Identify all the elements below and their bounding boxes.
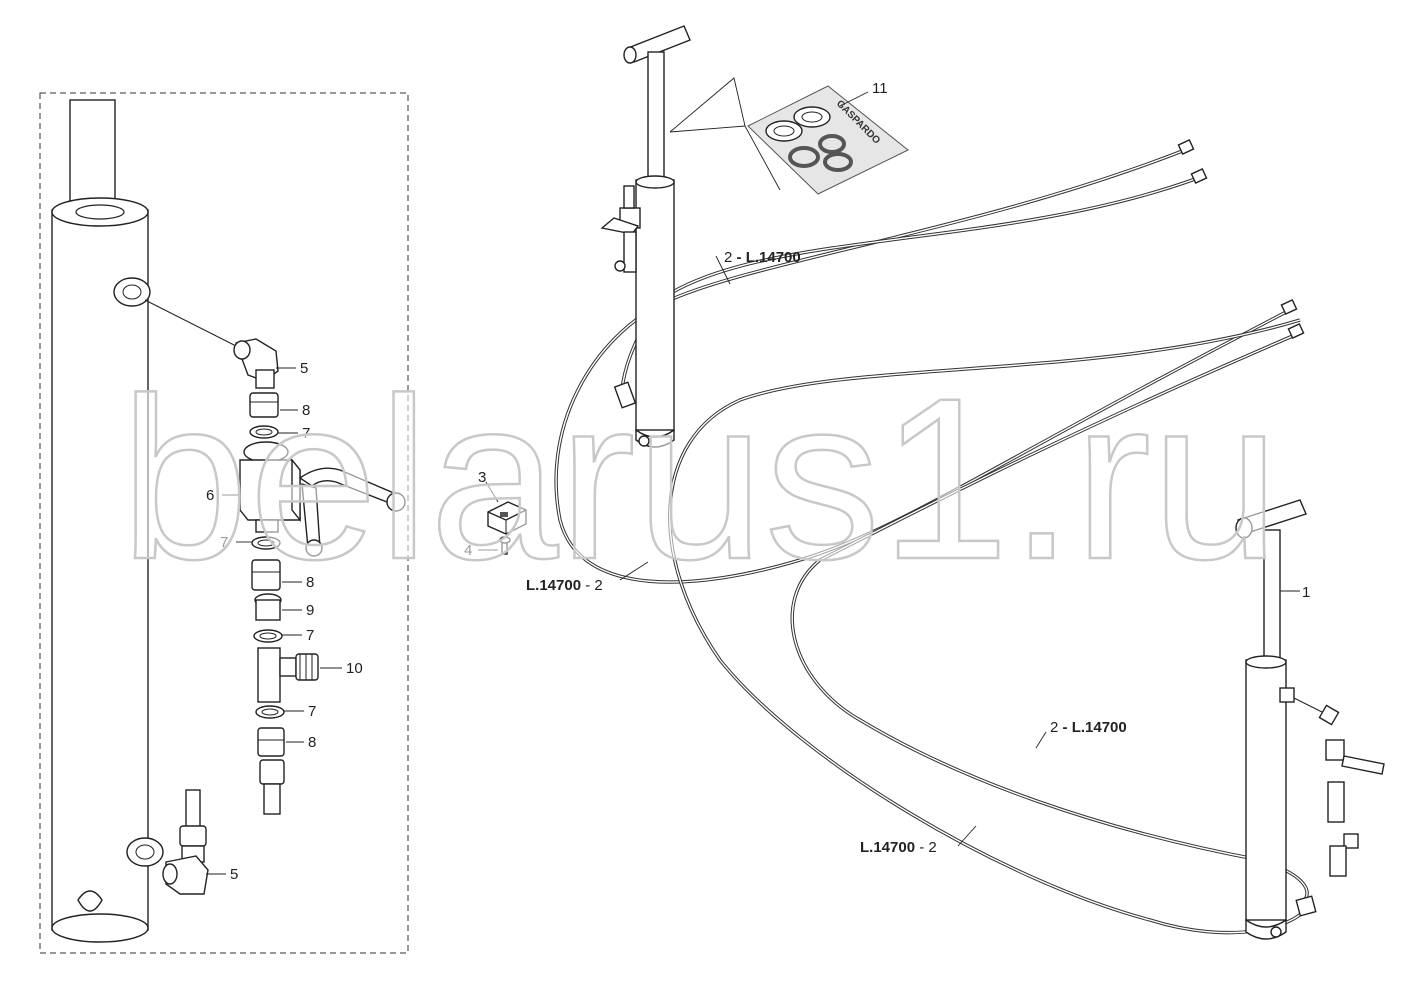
detail-cylinder (51, 99, 164, 943)
callout-5-bottom: 5 (230, 866, 238, 883)
seal-kit-leader (669, 77, 781, 191)
assembly-line (144, 299, 241, 349)
watermark-text: belarus1.ru (120, 350, 1280, 607)
hose-label-top-right: 2 - L.14700 (724, 249, 801, 266)
elbow-fitting-top (233, 338, 279, 389)
hose-label-bottom-right: 2 - L.14700 (1050, 719, 1127, 736)
callout-7-b: 7 (220, 534, 228, 551)
ball-valve (239, 441, 406, 557)
nut-8-b (251, 559, 281, 591)
callout-3: 3 (478, 469, 486, 486)
callout-11-leader (839, 91, 869, 107)
lower-cylinder-assembly (1235, 499, 1385, 940)
hose-label-top-left: L.14700 - 2 (526, 577, 603, 594)
callouts-detail: 5 8 7 6 7 8 9 7 10 7 8 5 (206, 360, 363, 883)
callout-4: 4 (464, 542, 472, 559)
nut-8-a (249, 392, 279, 418)
hose-label-bottom-left-leader (957, 825, 977, 847)
callout-10: 10 (346, 660, 363, 677)
callout-11: 11 (872, 80, 888, 97)
detail-view-frame (39, 92, 409, 954)
callout-5-top: 5 (300, 360, 308, 377)
tee-fitting (257, 647, 319, 703)
callout-7-d: 7 (308, 703, 316, 720)
clamp-bracket (487, 501, 527, 535)
hose-label-bottom-right-leader (1035, 731, 1047, 749)
seal-kit-bag: GASPARDO (747, 85, 909, 195)
callout-6: 6 (206, 487, 214, 504)
adapter-9 (254, 593, 282, 621)
callout-7-c: 7 (306, 627, 314, 644)
callout-7-a: 7 (302, 425, 310, 442)
hose-end-fitting (259, 759, 285, 815)
callout-8-a: 8 (302, 402, 310, 419)
elbow-fitting-bottom (162, 789, 209, 895)
callout-8-b: 8 (306, 574, 314, 591)
upper-cylinder-assembly (600, 25, 691, 448)
hose-label-top-left-leader (619, 561, 649, 581)
nut-8-c (257, 727, 285, 757)
callout-9: 9 (306, 602, 314, 619)
washer-7-a-hole (255, 428, 273, 436)
hose-label-top-right-leader (715, 255, 731, 285)
callout-1: 1 (1302, 584, 1310, 601)
bolt (499, 536, 511, 555)
callout-3-leader (485, 481, 499, 503)
hose-label-bottom-left: L.14700 - 2 (860, 839, 937, 856)
callout-8-c: 8 (308, 734, 316, 751)
